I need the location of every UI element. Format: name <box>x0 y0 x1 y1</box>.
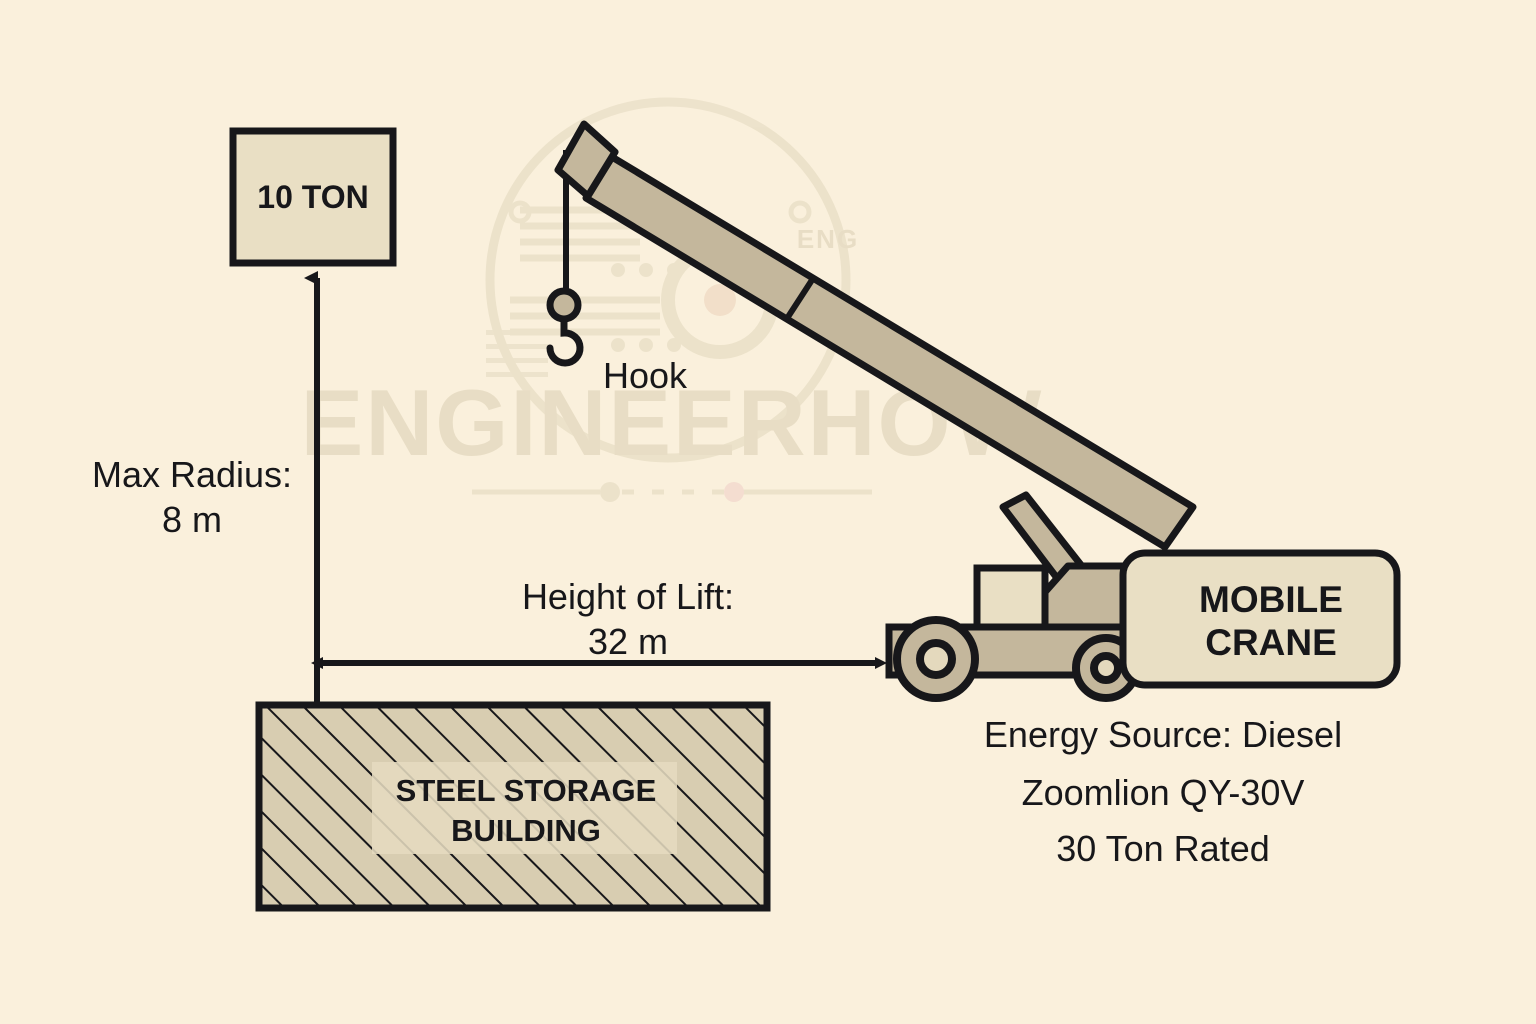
height-of-lift-dimension: Height of Lift: 32 m <box>311 576 887 669</box>
callout-bubble <box>1119 549 1401 689</box>
hook-label: Hook <box>603 355 688 396</box>
callout-line1: MOBILE <box>1199 579 1343 620</box>
crane-hook-icon <box>546 315 584 367</box>
max-radius-dimension: Max Radius: 8 m <box>92 271 320 706</box>
max-radius-label-line1: Max Radius: <box>92 454 292 495</box>
steel-storage-building: STEEL STORAGE BUILDING <box>255 701 771 912</box>
load-box-label: 10 TON <box>257 179 368 215</box>
front-wheel <box>893 616 979 702</box>
watermark-dots <box>508 200 812 352</box>
crane-boom <box>554 120 1197 551</box>
load-box-body <box>229 127 397 267</box>
watermark-sub-mark: ENG <box>797 224 859 254</box>
boom-telescope-joint <box>783 278 815 322</box>
building-label-plate <box>372 762 677 854</box>
crane-spec-line-2: Zoomlion QY-30V <box>1022 772 1305 813</box>
crane-specs-block: Energy Source: Diesel Zoomlion QY-30V 30… <box>984 714 1342 869</box>
height-of-lift-label-line2: 32 m <box>588 621 668 662</box>
building-label-line2: BUILDING <box>451 813 601 848</box>
hook-block-pulley <box>546 287 582 323</box>
hoist-assembly: Hook <box>546 150 688 396</box>
load-box: 10 TON <box>229 127 397 267</box>
watermark-dot-grid <box>486 330 548 377</box>
mobile-crane-callout: MOBILE CRANE <box>1119 549 1401 689</box>
boom-head-block <box>554 120 619 200</box>
max-radius-label-line2: 8 m <box>162 499 222 540</box>
crane-carrier <box>885 562 1206 702</box>
crane-spec-line-3: 30 Ton Rated <box>1056 828 1270 869</box>
crane-spec-line-1: Energy Source: Diesel <box>984 714 1342 755</box>
watermark-bullet-left <box>600 482 620 502</box>
watermark-emblem-circle <box>485 97 851 463</box>
height-of-lift-label-line1: Height of Lift: <box>522 576 734 617</box>
operator-cab <box>973 564 1049 634</box>
callout-line2: CRANE <box>1205 622 1337 663</box>
building-label-line1: STEEL STORAGE <box>396 773 657 808</box>
watermark-bullet-right <box>724 482 744 502</box>
